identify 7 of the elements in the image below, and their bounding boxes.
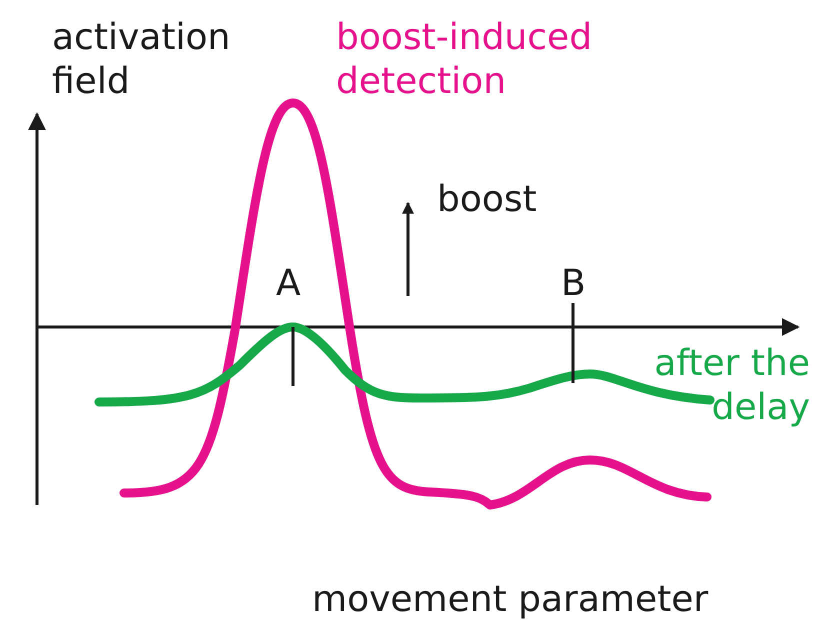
curve-label: boost-induced detection bbox=[336, 16, 594, 104]
axis-label: movement parameter bbox=[312, 578, 708, 621]
curve-label: after the delay bbox=[653, 342, 810, 430]
annotation-label: boost bbox=[437, 178, 537, 222]
point-label: B bbox=[561, 262, 586, 306]
point-label: A bbox=[276, 262, 301, 306]
axis-label: activation field bbox=[52, 16, 232, 104]
